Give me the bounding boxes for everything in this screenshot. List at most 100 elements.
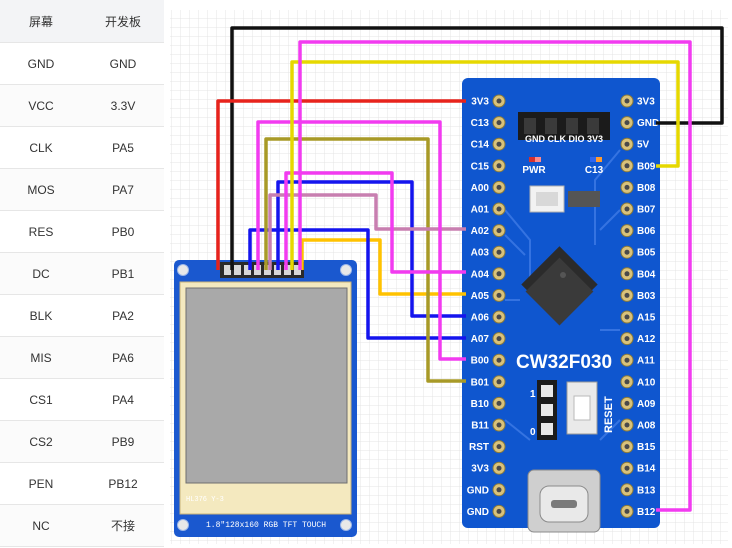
left-pin-hole: [496, 314, 502, 320]
right-pin-hole: [624, 400, 630, 406]
right-pin-hole: [624, 379, 630, 385]
board-pin: PB9: [82, 420, 164, 463]
display-area: [185, 287, 348, 484]
screen-pin: BLK: [0, 294, 82, 337]
left-pin-hole: [496, 444, 502, 450]
right-pin-hole: [624, 465, 630, 471]
board-pin: PB1: [82, 252, 164, 295]
screen-pin: CS1: [0, 378, 82, 421]
right-pin-hole: [624, 120, 630, 126]
reset-label: RESET: [603, 396, 615, 433]
screen-pin: CS2: [0, 420, 82, 463]
wire-vcc: [216, 99, 466, 270]
mount-hole: [177, 264, 189, 276]
wire-mis: [256, 120, 466, 361]
screen-pin: MIS: [0, 336, 82, 379]
wire-dc: [264, 137, 466, 383]
right-pin-label: B14: [637, 464, 656, 475]
right-pin-label: A15: [637, 313, 656, 324]
left-pin-label: A02: [471, 226, 490, 237]
board-pin: PA4: [82, 378, 164, 421]
left-pin-hole: [496, 336, 502, 342]
left-pin-hole: [496, 379, 502, 385]
mcu-chip: [521, 246, 598, 326]
right-pin-hole: [624, 292, 630, 298]
right-pin-hole: [624, 228, 630, 234]
right-pin-hole: [624, 98, 630, 104]
wire-cs1: [284, 171, 466, 274]
left-pin-label: A04: [471, 269, 490, 280]
right-pin-column: 3V3GND5VB09B08B07B06B05B04B03A15A12A11A1…: [620, 94, 659, 518]
board-pin: PA6: [82, 336, 164, 379]
right-pin-label: A11: [637, 356, 655, 367]
left-pin-hole: [496, 141, 502, 147]
right-pin-hole: [624, 444, 630, 450]
right-pin-label: GND: [637, 118, 659, 129]
right-pin-label: B07: [637, 205, 656, 216]
right-pin-hole: [624, 508, 630, 514]
pwr-label: PWR: [522, 165, 546, 176]
jumper-label-0: 0: [530, 427, 536, 438]
left-pin-hole: [496, 228, 502, 234]
wire-pen: [298, 40, 692, 512]
c13-label: C13: [585, 165, 604, 176]
left-pin-hole: [496, 206, 502, 212]
screen-pin: DC: [0, 252, 82, 295]
left-pin-hole: [496, 422, 502, 428]
left-pin-label: A05: [471, 291, 490, 302]
left-pin-label: C14: [471, 140, 490, 151]
wire-gnd: [230, 26, 724, 270]
right-pin-label: B04: [637, 269, 656, 280]
board-name: CW32F030: [516, 352, 612, 373]
left-pin-label: A03: [471, 248, 490, 259]
left-pin-hole: [496, 249, 502, 255]
wire-blk: [268, 193, 466, 270]
tft-screen-module: HL376 Y-3 1.8"128x160 RGB TFT TOUCH: [174, 260, 357, 537]
right-pin-hole: [624, 163, 630, 169]
dev-board: GND CLK DIO 3V3 PWR C13 CW32F030 1 0 RES…: [462, 78, 660, 533]
screen-pin: NC: [0, 504, 82, 547]
mount-hole: [340, 264, 352, 276]
wire-clk: [300, 238, 466, 296]
right-pin-label: A12: [637, 334, 656, 345]
right-pin-label: B06: [637, 226, 656, 237]
left-pin-label: GND: [467, 507, 489, 518]
screen-pin: RES: [0, 210, 82, 253]
right-pin-label: B03: [637, 291, 656, 302]
left-pin-hole: [496, 292, 502, 298]
right-pin-hole: [624, 206, 630, 212]
right-pin-hole: [624, 357, 630, 363]
c13-led: [590, 157, 596, 162]
swd-header-label: GND CLK DIO 3V3: [525, 134, 603, 144]
mount-hole: [340, 519, 352, 531]
right-pin-label: A10: [637, 377, 656, 388]
board-pin: PA2: [82, 294, 164, 337]
left-pin-label: C15: [471, 161, 490, 172]
header-screen: 屏幕: [0, 0, 82, 43]
mount-hole: [177, 519, 189, 531]
board-pin: 不接: [82, 504, 164, 547]
usb-c-port: [527, 469, 601, 533]
left-pin-hole: [496, 508, 502, 514]
board-pin: PA7: [82, 168, 164, 211]
left-pin-hole: [496, 465, 502, 471]
right-pin-hole: [624, 422, 630, 428]
right-pin-hole: [624, 141, 630, 147]
left-pin-label: 3V3: [471, 464, 489, 475]
header-board: 开发板: [82, 0, 164, 43]
wire-mos: [248, 228, 466, 340]
left-pin-label: B10: [471, 399, 490, 410]
right-pin-label: B09: [637, 161, 656, 172]
pwr-led: [529, 157, 535, 162]
right-pin-hole: [624, 314, 630, 320]
